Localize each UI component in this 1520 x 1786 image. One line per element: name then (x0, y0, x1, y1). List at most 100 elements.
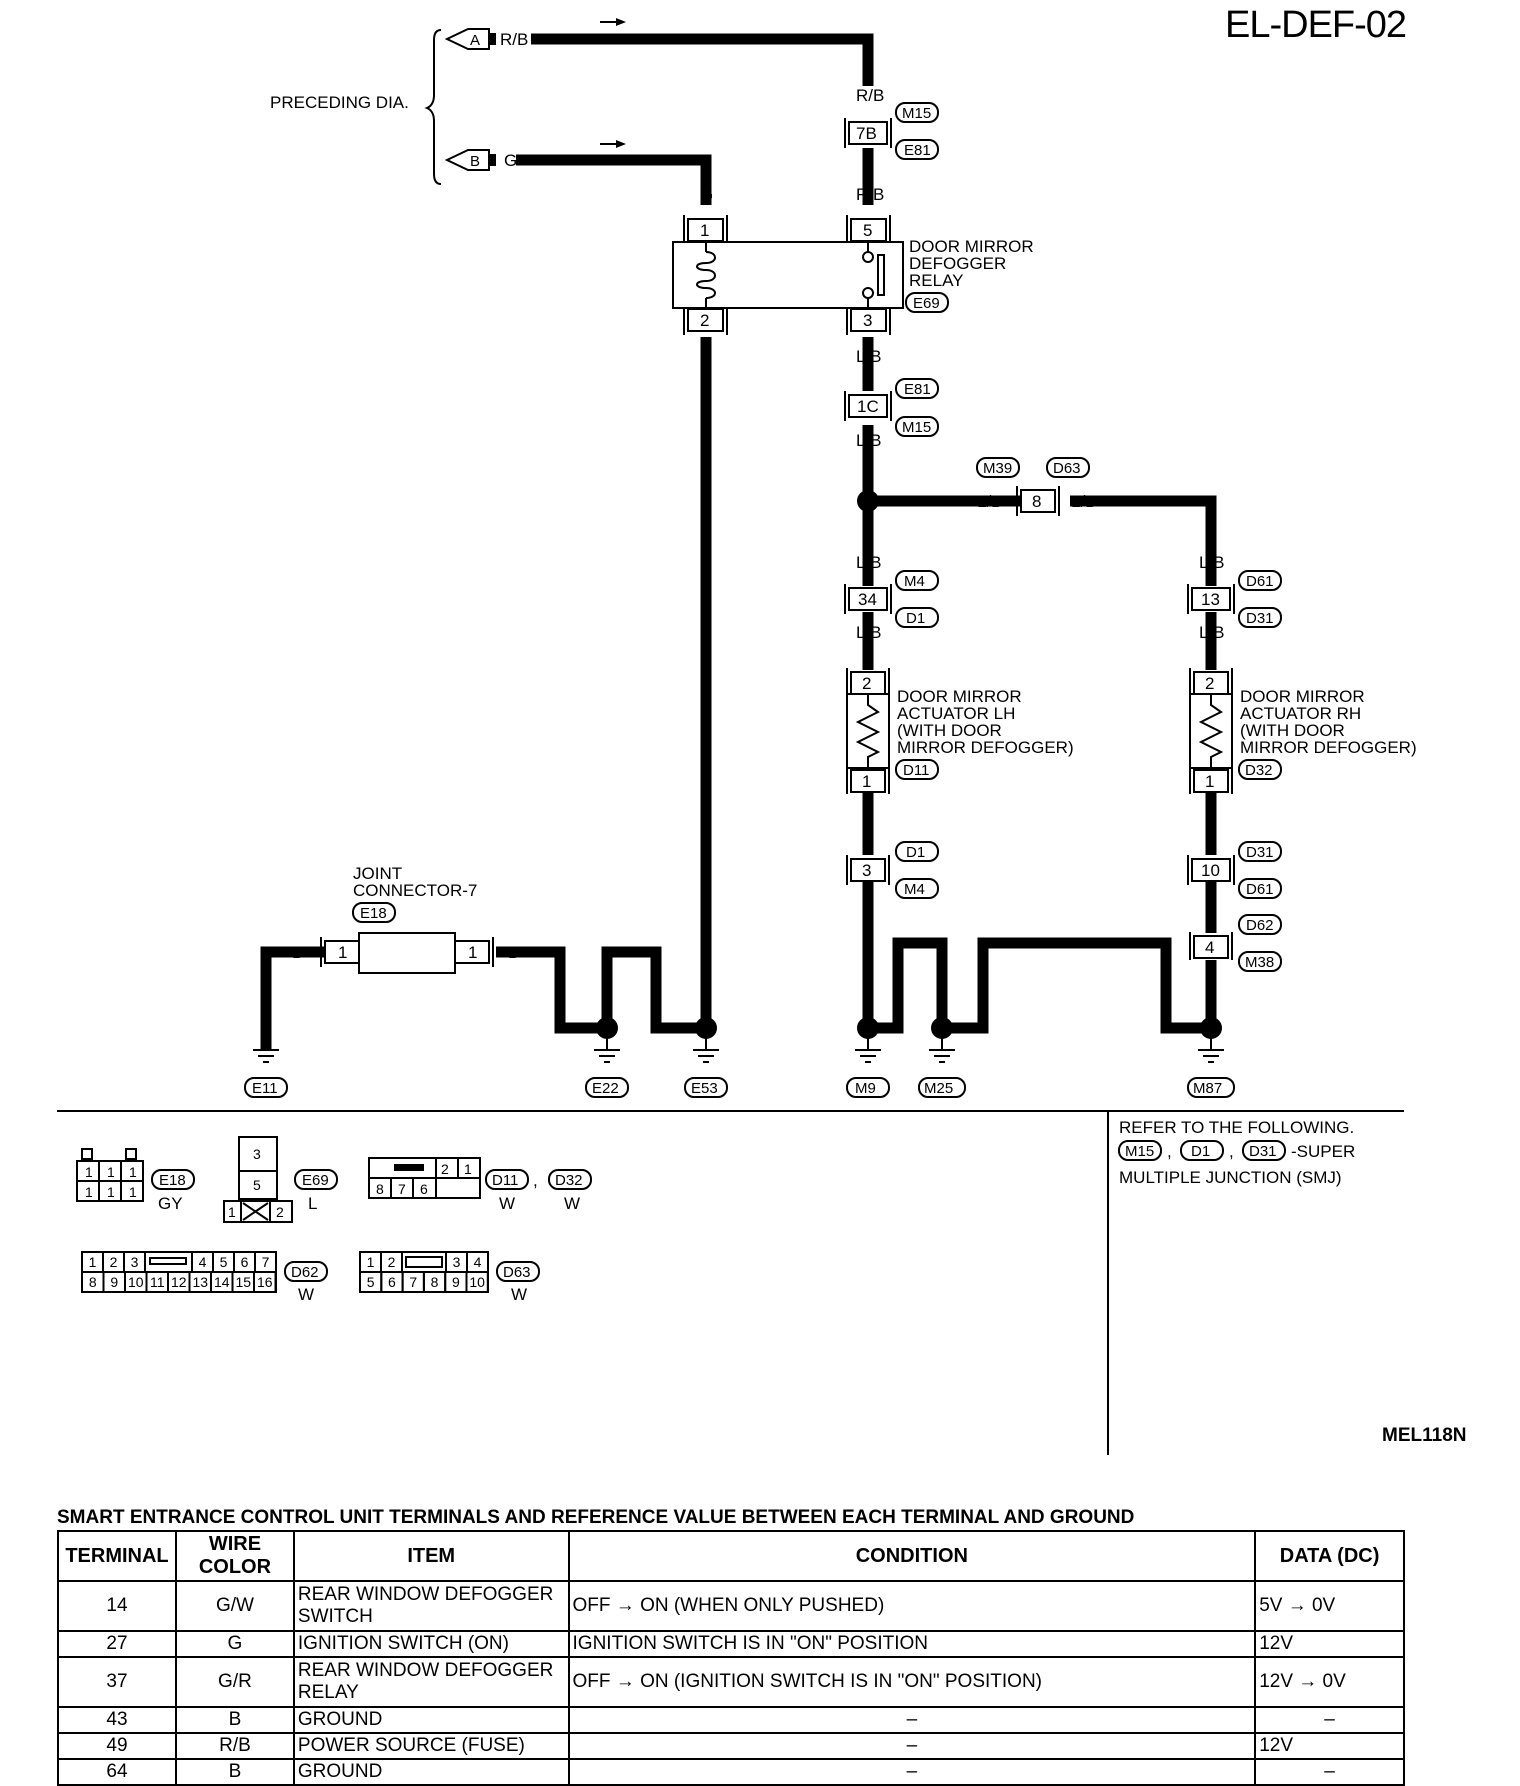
connector-e18-view: 1 1 1 1 1 1 E18 GY (76, 1148, 195, 1213)
table-cell: 12V (1254, 1630, 1405, 1658)
door-mirror-defogger-relay: 1 5 2 3 DOOR MIRROR DEFOGGER RELAY E69 (672, 215, 1034, 335)
pin-label: 7 (398, 1181, 406, 1197)
terminal-label: 1 (468, 943, 477, 962)
wire-label: G (504, 151, 517, 170)
pin-label: 9 (110, 1274, 118, 1290)
connector-code: D1 (906, 610, 925, 627)
wire-label: B (862, 981, 873, 1000)
connector-a-icon: A (444, 28, 496, 50)
actuator-lh-label: MIRROR DEFOGGER) (897, 738, 1074, 757)
connector-code: E81 (904, 381, 931, 398)
wire-label: B (554, 981, 565, 1000)
separator: , (1167, 1142, 1172, 1161)
pin-label: 1 (107, 1184, 115, 1200)
wire-label: L/B (977, 492, 1003, 511)
table-header-row: TERMINAL WIRE COLOR ITEM CONDITION DATA … (57, 1530, 1405, 1582)
connector-b-icon: B (444, 149, 496, 171)
table-cell: 43 (57, 1706, 177, 1734)
pin-label: 1 (129, 1184, 137, 1200)
wire-label: B (862, 803, 873, 822)
table-row: 49 R/B POWER SOURCE (FUSE) – 12V (57, 1732, 1405, 1760)
connector-code: D63 (1053, 460, 1081, 477)
pin-label: 1 (85, 1164, 93, 1180)
relay-label: DEFOGGER (909, 254, 1006, 273)
connector-8: L/B 8 L/B M39 D63 (976, 457, 1097, 516)
wire-label: B (700, 347, 711, 366)
ground-code: E11 (252, 1080, 278, 1097)
joint-connector-label: JOINT (353, 864, 402, 883)
table-row: 27 G IGNITION SWITCH (ON) IGNITION SWITC… (57, 1630, 1405, 1658)
pin-label: 1 (129, 1164, 137, 1180)
table-cell: 37 (57, 1656, 177, 1708)
table-cell: B (174, 1706, 295, 1734)
connector-code: E18 (159, 1172, 186, 1189)
terminal-label: 5 (863, 221, 872, 240)
ground-symbol-icon (594, 1049, 620, 1063)
wire-label: B (650, 981, 661, 1000)
connector-a-label: A (470, 32, 480, 49)
pin-label: 5 (367, 1274, 375, 1290)
terminal-label: 10 (1201, 861, 1220, 880)
terminal-label: 1 (700, 221, 709, 240)
table-cell: B (174, 1758, 295, 1786)
pin-label: 4 (474, 1254, 482, 1270)
terminal-label: 3 (862, 861, 871, 880)
connector-color: W (298, 1285, 314, 1304)
pin-label: 1 (85, 1184, 93, 1200)
pin-label: 2 (276, 1204, 284, 1220)
connector-code: E69 (913, 295, 940, 312)
wire-label: G (700, 185, 713, 204)
pin-label: 6 (241, 1254, 249, 1270)
ground-symbol-icon (855, 1049, 881, 1063)
wire-label: B (862, 896, 873, 915)
actuator-lh-label: (WITH DOOR (897, 721, 1002, 740)
table-cell: 27 (57, 1630, 177, 1658)
pin-label: 14 (214, 1274, 230, 1290)
preceding-dia: PRECEDING DIA. A R/B B G (270, 18, 626, 185)
wire-label: L/B (856, 347, 882, 366)
wire-label: B (977, 981, 988, 1000)
wire-label: B (1205, 896, 1216, 915)
connector-color: W (511, 1285, 527, 1304)
pin-label: 7 (262, 1254, 270, 1270)
column-header: WIRE COLOR (174, 1530, 295, 1582)
actuator-rh-label: DOOR MIRROR (1240, 687, 1365, 706)
refer-note: REFER TO THE FOLLOWING. M15 , D1 , D31 -… (1118, 1118, 1355, 1187)
table-cell: G/R (174, 1656, 295, 1708)
wire-label: B (601, 981, 612, 1000)
connector-code: D32 (1245, 762, 1273, 779)
connector-code: D62 (291, 1264, 319, 1281)
pin-label: 7 (409, 1274, 417, 1290)
actuator-lh-label: ACTUATOR LH (897, 704, 1015, 723)
wire-label: B (700, 981, 711, 1000)
table-cell: G/W (174, 1580, 295, 1632)
ground-code: M25 (924, 1080, 953, 1097)
connector-code: D32 (555, 1172, 583, 1189)
separator: , (1229, 1142, 1234, 1161)
ground-symbol-icon (929, 1049, 955, 1063)
figure-id: MEL118N (1382, 1425, 1467, 1446)
table-cell: GROUND (292, 1758, 570, 1786)
rh-branch: L/B 13 D61 D31 L/B 2 1 DOOR MIRROR ACTUA… (1187, 553, 1417, 972)
wire-label: L/B (1071, 492, 1097, 511)
relay-switch-icon (862, 241, 885, 309)
arrow-right-icon (600, 18, 626, 26)
wire-label: R/B (500, 30, 528, 49)
joint-connector-label: CONNECTOR-7 (353, 881, 477, 900)
connector-code: M38 (1245, 954, 1274, 971)
pin-label: 1 (89, 1254, 97, 1270)
ground-code: E22 (592, 1080, 619, 1097)
column-header: CONDITION (567, 1530, 1257, 1582)
coil-icon (696, 241, 716, 309)
wire-label: B (1205, 981, 1216, 1000)
connector-code: E18 (360, 905, 387, 922)
lh-branch: L/B 34 M4 D1 L/B 2 1 DOOR MIRROR ACTUATO… (844, 553, 1074, 915)
preceding-dia-label: PRECEDING DIA. (270, 93, 409, 112)
connector-color: GY (158, 1194, 183, 1213)
connector-code: D31 (1246, 610, 1274, 627)
relay-label: RELAY (909, 271, 964, 290)
wire-label: B (1205, 803, 1216, 822)
pin-label: 11 (150, 1274, 165, 1290)
